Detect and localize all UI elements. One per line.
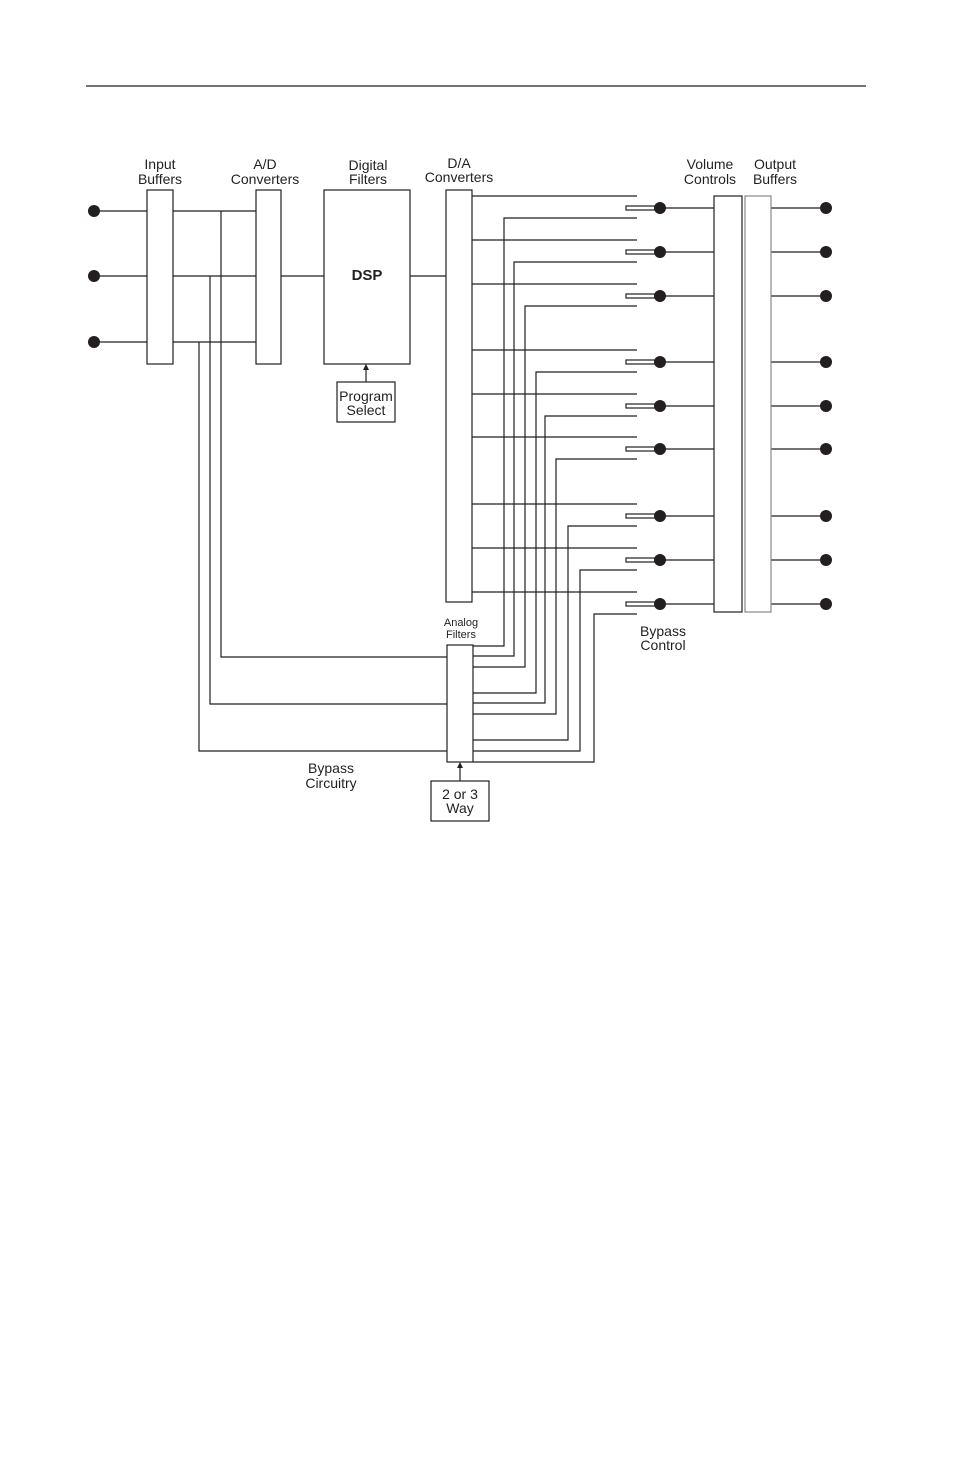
analog-filter-bypass-wire bbox=[473, 458, 637, 715]
bypass-switch-pivot bbox=[654, 400, 666, 412]
bypass-switch-contact bbox=[625, 601, 657, 607]
bypass-switch-pivot bbox=[654, 554, 666, 566]
output-terminal bbox=[820, 554, 832, 566]
bypass-switch-contact bbox=[625, 557, 657, 563]
ad-converters-block bbox=[255, 189, 282, 365]
program-select-box bbox=[336, 381, 396, 423]
analog-filter-bypass-wire bbox=[473, 371, 637, 694]
arrow-head bbox=[457, 762, 463, 768]
output-terminal bbox=[820, 356, 832, 368]
output-terminal bbox=[820, 510, 832, 522]
bypass-switch-pivot bbox=[654, 356, 666, 368]
output-terminal bbox=[820, 290, 832, 302]
dsp-label: DSP bbox=[352, 267, 383, 284]
bypass-switch-contact bbox=[625, 446, 657, 452]
bypass-switch-pivot bbox=[654, 510, 666, 522]
bypass-switch-pivot bbox=[654, 598, 666, 610]
output-terminal bbox=[820, 400, 832, 412]
output-terminal bbox=[820, 443, 832, 455]
output-terminal bbox=[820, 202, 832, 214]
bypass-switch-contact bbox=[625, 249, 657, 255]
analog-filter-bypass-wire bbox=[473, 261, 637, 657]
terminals bbox=[88, 202, 832, 610]
analog-filter-bypass-wire bbox=[473, 217, 637, 647]
output-terminal bbox=[820, 246, 832, 258]
volume-controls-block bbox=[713, 195, 743, 613]
bypass-tap-wire bbox=[209, 276, 447, 705]
wires bbox=[94, 195, 826, 781]
input-terminal bbox=[88, 336, 100, 348]
way-select-box bbox=[430, 780, 490, 822]
da-converters-block bbox=[445, 189, 473, 603]
analog-filter-bypass-wire bbox=[473, 415, 637, 704]
analog-filter-bypass-wire bbox=[473, 569, 637, 752]
bypass-switch-pivot bbox=[654, 290, 666, 302]
bypass-switch-contact bbox=[625, 359, 657, 365]
output-terminal bbox=[820, 598, 832, 610]
analog-filter-bypass-wire bbox=[473, 613, 637, 763]
bypass-switch-contact bbox=[625, 293, 657, 299]
bypass-switch-pivot bbox=[654, 202, 666, 214]
bypass-switch-pivot bbox=[654, 443, 666, 455]
bypass-switch-contact bbox=[625, 403, 657, 409]
bypass-switch-contact bbox=[625, 205, 657, 211]
input-terminal bbox=[88, 270, 100, 282]
bypass-switch-pivot bbox=[654, 246, 666, 258]
dsp-block bbox=[323, 189, 411, 365]
output-buffers-block bbox=[744, 195, 772, 613]
input-buffers-block bbox=[146, 189, 174, 365]
analog-filter-bypass-wire bbox=[473, 525, 637, 741]
input-terminal bbox=[88, 205, 100, 217]
bypass-tap-wire bbox=[198, 342, 447, 752]
analog-filters-block bbox=[446, 644, 474, 763]
bypass-switch-contact bbox=[625, 513, 657, 519]
bypass-tap-wire bbox=[220, 211, 447, 658]
arrow-head bbox=[363, 364, 369, 370]
analog-filter-bypass-wire bbox=[473, 305, 637, 668]
